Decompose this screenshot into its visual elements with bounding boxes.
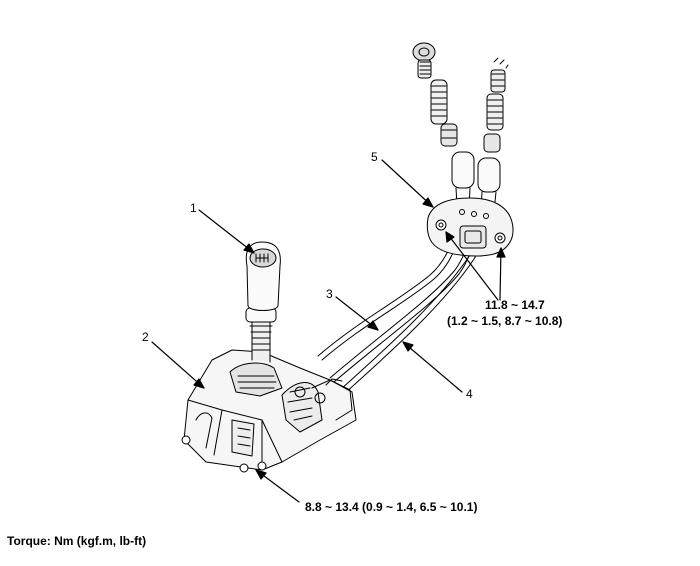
- leader-lines: [151, 159, 506, 503]
- cable-bracket: [426, 197, 514, 257]
- base-torque-value: 8.8 ~ 13.4 (0.9 ~ 1.4, 6.5 ~ 10.1): [305, 500, 478, 514]
- shift-lever: [245, 307, 277, 363]
- cable-end-right: [477, 57, 509, 233]
- shift-knob: [245, 241, 281, 311]
- callout-4: 4: [466, 387, 473, 401]
- callout-2: 2: [142, 330, 149, 344]
- torque-units-legend: Torque: Nm (kgf.m, lb-ft): [7, 534, 147, 548]
- callout-5: 5: [371, 150, 378, 164]
- shift-lever-housing: [181, 349, 357, 473]
- callout-3: 3: [326, 287, 333, 301]
- cable-end-left: [412, 42, 475, 229]
- callout-1: 1: [190, 201, 197, 215]
- bracket-torque-conversions: (1.2 ~ 1.5, 8.7 ~ 10.8): [447, 314, 563, 328]
- bracket-torque-value: 11.8 ~ 14.7: [485, 298, 545, 312]
